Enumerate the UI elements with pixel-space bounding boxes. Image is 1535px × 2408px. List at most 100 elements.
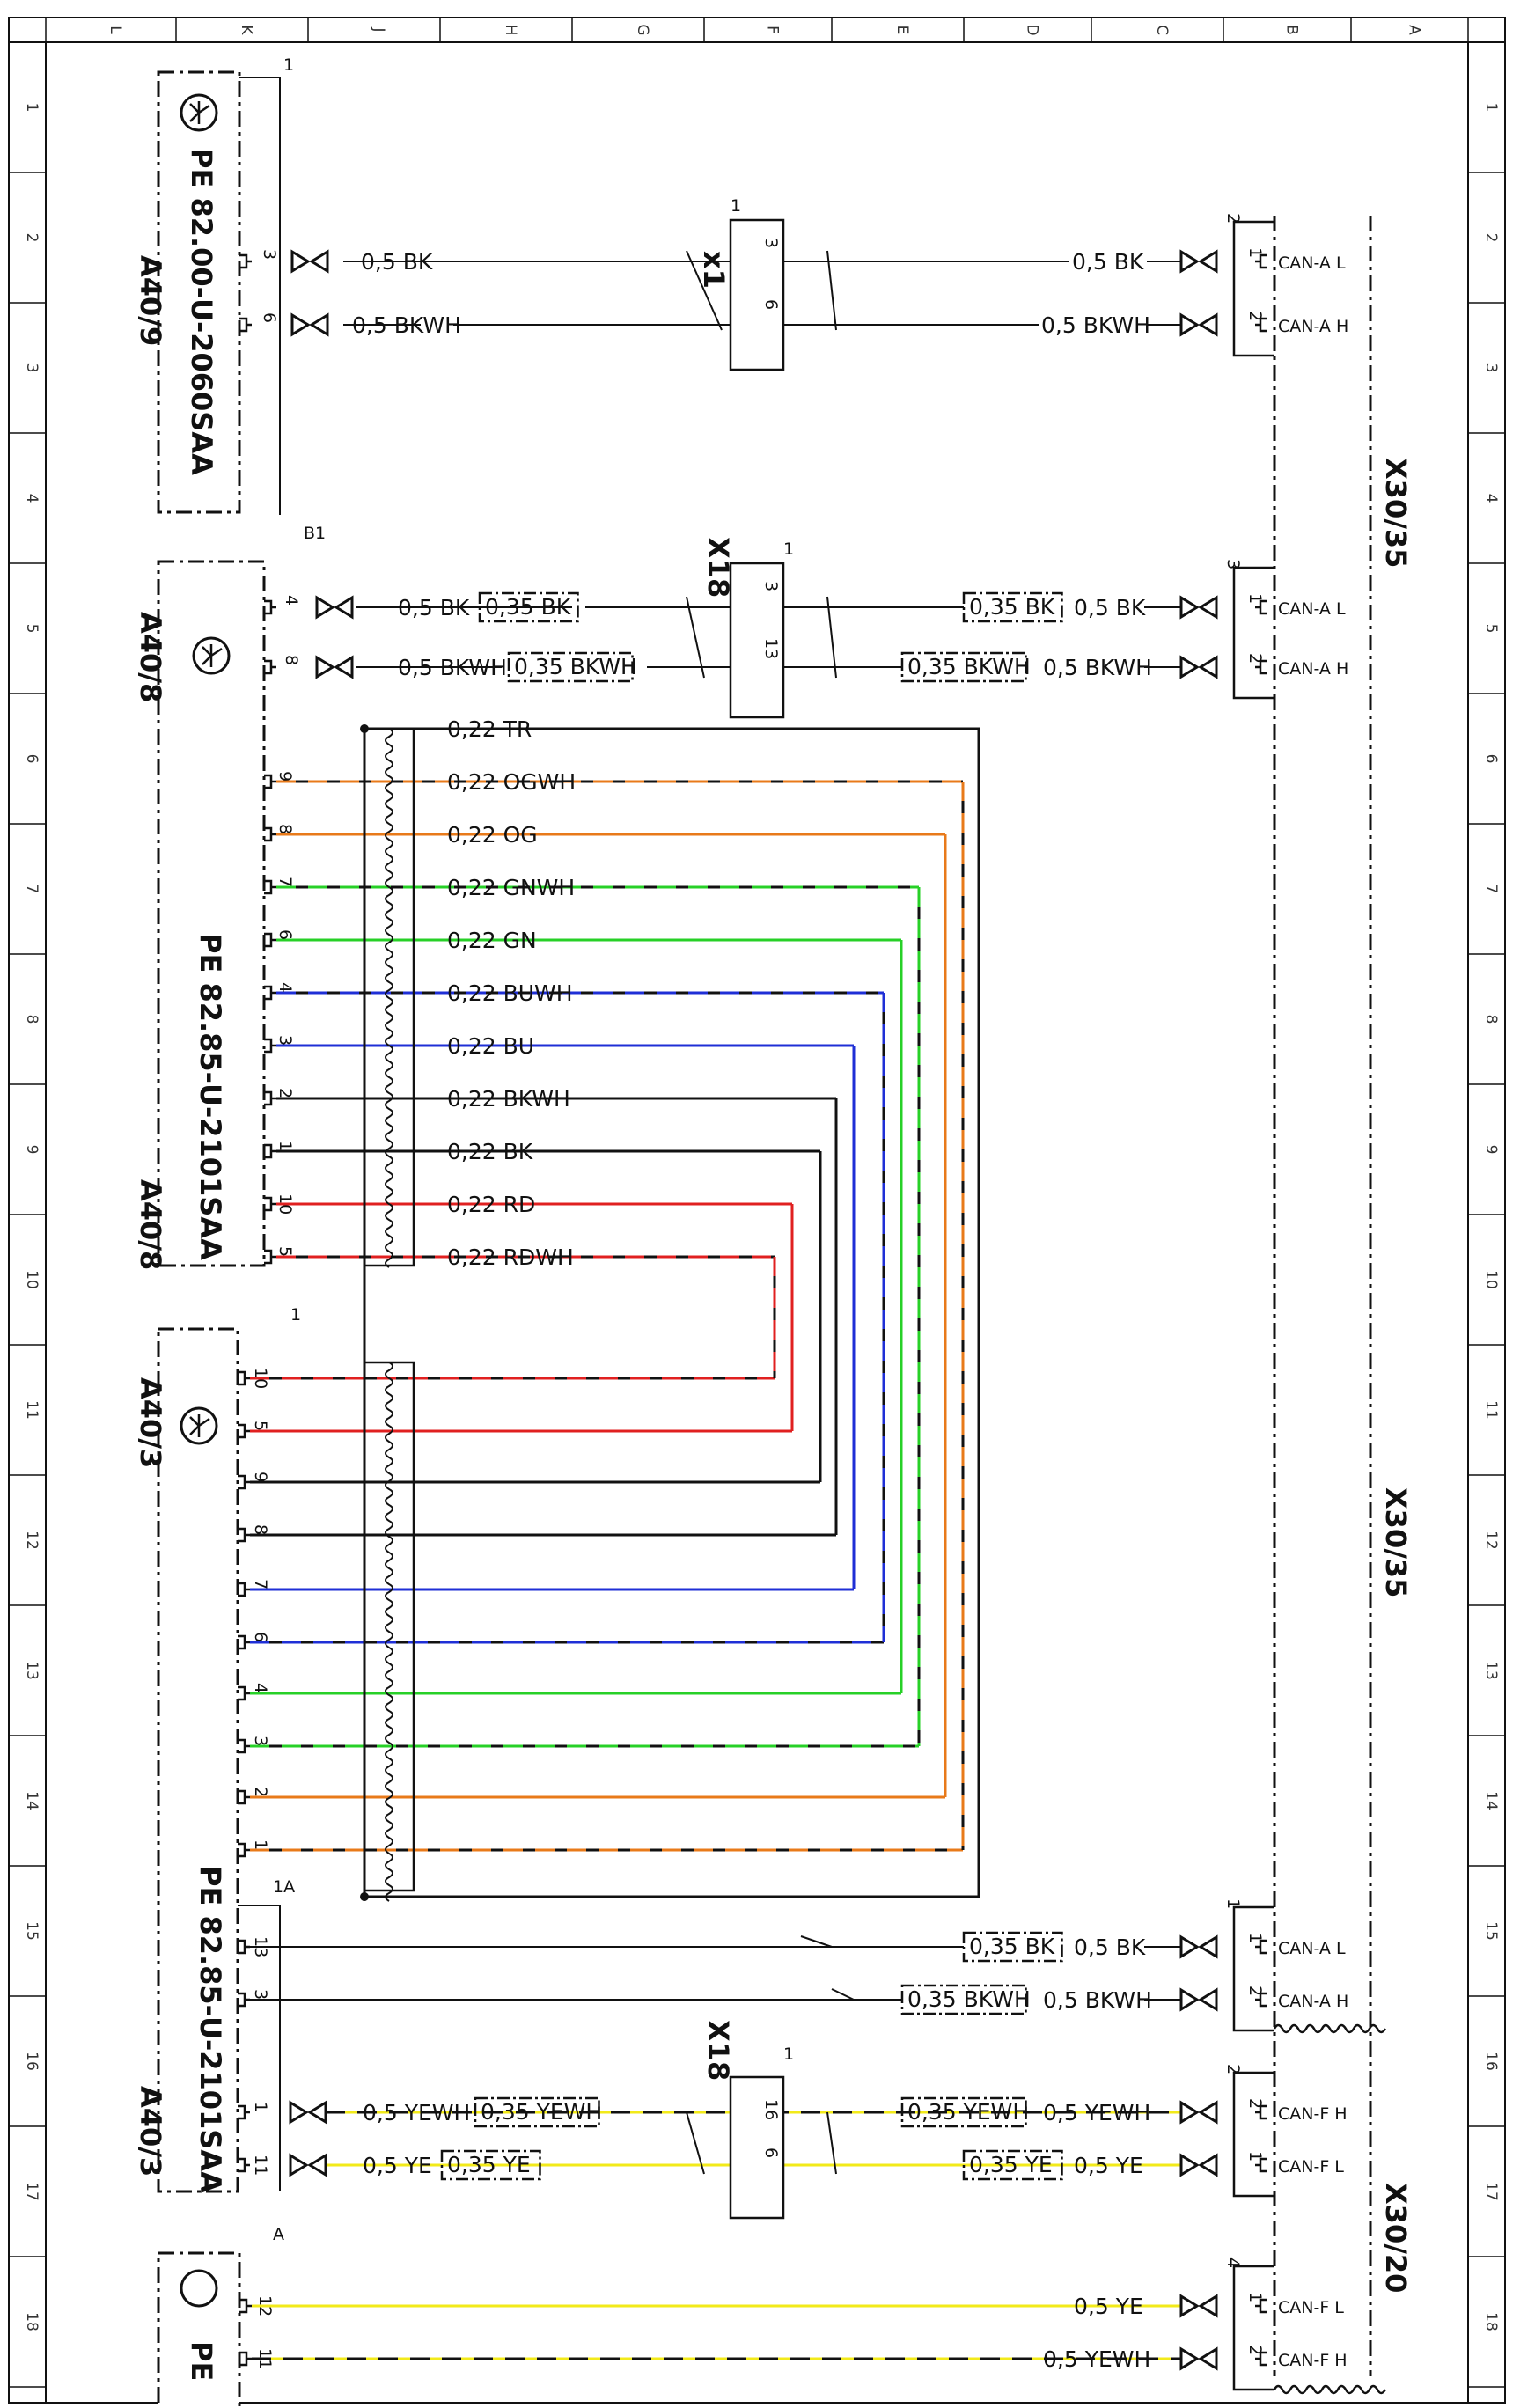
pin-number: 1 (1245, 247, 1265, 258)
wire-label: 0,5 YE (363, 2153, 432, 2178)
pin-terminal (1255, 2298, 1267, 2314)
pin-number: 3 (260, 249, 279, 260)
column-letter: A (1406, 25, 1423, 35)
wire-label: 0,5 BKWH (1043, 1987, 1152, 2013)
pin-terminal (238, 1738, 250, 1754)
boxed-wire-label: 0,35 BKWH (907, 1986, 1031, 2012)
bottom-device-ref: PE (185, 2341, 218, 2381)
wire-label: 0,5 YE (1074, 2153, 1143, 2178)
row-number: 6 (1482, 754, 1500, 764)
row-number: 8 (1482, 1015, 1500, 1024)
pin-terminal (238, 1992, 250, 2008)
row-number: 8 (23, 1015, 40, 1024)
row-number: 5 (1482, 624, 1500, 634)
wire-label: 0,22 BU (447, 1033, 534, 1059)
pin-number: 2 (1245, 2098, 1265, 2109)
row-number: 11 (23, 1400, 40, 1420)
pin-terminal (238, 1527, 250, 1543)
pin-number: 9 (251, 1472, 270, 1482)
wire-segment (686, 2111, 705, 2175)
drawing-frame (8, 17, 1506, 2404)
port-group-label: 3 (1223, 559, 1243, 569)
wire-label: 0,22 GN (447, 928, 537, 953)
junction-dot (360, 1892, 369, 1901)
boxed-wire-label-box (440, 2149, 541, 2181)
wire-label: 0,5 BKWH (352, 312, 461, 338)
row-number: 11 (1482, 1400, 1500, 1420)
components-layer (157, 70, 1387, 2408)
pin-terminal (264, 932, 276, 948)
pin-group-label: A (273, 2225, 284, 2244)
pin-number: 1 (251, 1839, 270, 1850)
row-number: 15 (1482, 1921, 1500, 1941)
pin-number: 6 (761, 2147, 781, 2158)
row-number: 7 (23, 885, 40, 894)
wire-label: 0,22 RDWH (447, 1244, 574, 1270)
connector-arrows (1179, 2346, 1218, 2371)
pin-number: 12 (255, 2295, 275, 2316)
row-number: 4 (23, 494, 40, 503)
pin-number: 1 (251, 2102, 270, 2112)
boxed-wire-label-box (900, 1984, 1027, 2015)
row-number: 15 (23, 1921, 40, 1941)
wire-label: 0,5 YEWH (1043, 2100, 1150, 2125)
wire-segment (826, 2111, 837, 2175)
pin-terminal (1255, 659, 1267, 675)
can-signal-label: CAN-A H (1278, 317, 1348, 336)
wire-label: 0,22 BKWH (447, 1086, 570, 1112)
row-number: 10 (1482, 1270, 1500, 1289)
pin-number: 13 (251, 1936, 270, 1957)
pin-number: 2 (1245, 653, 1265, 664)
pin-number: 5 (275, 1246, 295, 1257)
column-letter: F (764, 26, 782, 34)
connector-arrows (290, 249, 329, 274)
a40-8-ref: PE 82.85-U-2101SAA (194, 933, 227, 1260)
pin-number: 7 (251, 1579, 270, 1589)
wire-segment (686, 596, 705, 679)
pin-number: 6 (260, 312, 279, 323)
port-group-label: 2 (1223, 213, 1243, 224)
pin-terminal (238, 1634, 250, 1650)
x1-name: x1 (697, 251, 731, 289)
connector-arrows (1179, 2153, 1218, 2177)
row-number: 7 (1482, 885, 1500, 894)
wire-label: 0,5 BK (361, 249, 433, 275)
wire-label: 0,5 BKWH (1043, 655, 1152, 680)
boxed-wire-label-box (962, 591, 1063, 623)
pin-terminal (1255, 2157, 1267, 2173)
pin-group-label: 1 (290, 1305, 301, 1325)
row-number: 18 (1482, 2312, 1500, 2331)
pin-number: 1 (1245, 2151, 1265, 2162)
pin-number: 6 (275, 929, 295, 940)
pin-terminal (264, 599, 276, 615)
a40-8-device (157, 560, 266, 1267)
pin-number: 7 (275, 877, 295, 887)
row-number: 10 (23, 1270, 40, 1289)
wire-label: 0,5 YEWH (1043, 2346, 1150, 2372)
can-signal-label: CAN-F L (1278, 2298, 1344, 2317)
connector-arrows (315, 595, 354, 620)
can-signal-label: CAN-A L (1278, 1939, 1346, 1958)
pin-terminal (264, 1249, 276, 1265)
pin-number: 9 (275, 771, 295, 782)
pin-number: 5 (251, 1421, 270, 1431)
pin-number: 10 (275, 1193, 295, 1215)
pin-number: 3 (275, 1035, 295, 1046)
pin-terminal (238, 1789, 250, 1805)
pin-terminal (1255, 2351, 1267, 2367)
a40-8-name-lower: A40/8 (134, 1179, 167, 1270)
boxed-wire-label: 0,35 BK (969, 1934, 1055, 1959)
wire-segment (800, 1935, 833, 1948)
pin-terminal (239, 2351, 252, 2367)
can-signal-label: CAN-F H (1278, 2351, 1348, 2370)
port-group-label: 4 (1223, 2258, 1243, 2268)
pin-number: 13 (761, 638, 781, 659)
a40-8-name: A40/8 (134, 612, 167, 702)
pin-terminal (238, 1582, 250, 1597)
connector-arrows (1179, 595, 1218, 620)
row-number: 14 (23, 1791, 40, 1810)
x18-upper-connector (729, 562, 785, 719)
row-number: 5 (23, 624, 40, 634)
row-number: 3 (23, 363, 40, 373)
